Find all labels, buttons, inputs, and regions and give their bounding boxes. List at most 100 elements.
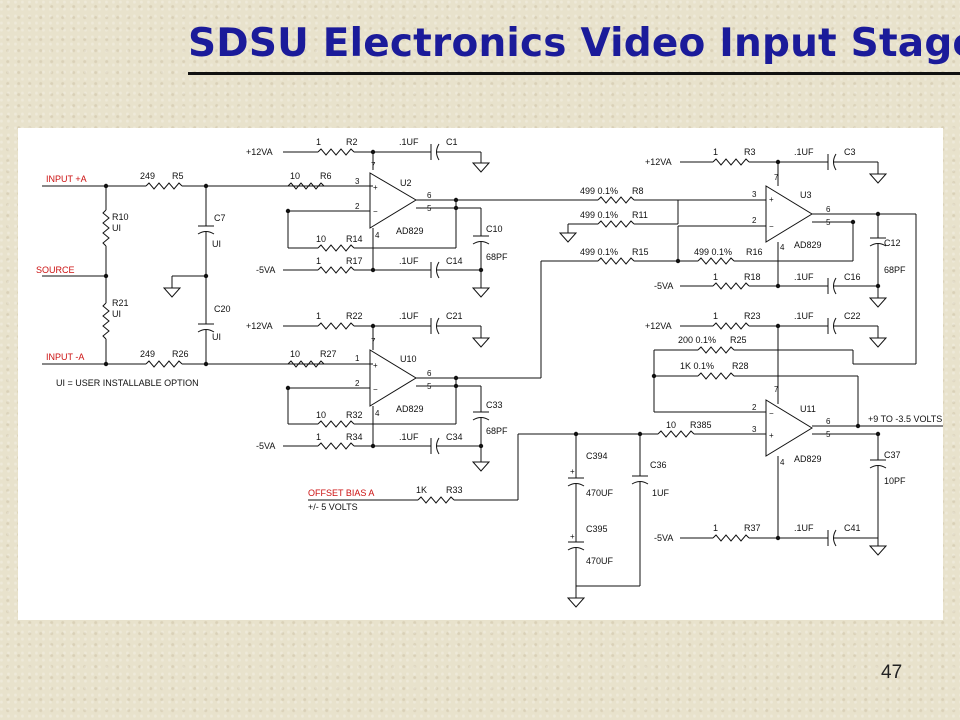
r17-ref: R17: [346, 256, 363, 266]
svg-text:2: 2: [752, 403, 757, 412]
rail-labels: +12VA -5VA +12VA -5VA +12VA -5VA +12VA -…: [246, 147, 673, 543]
svg-text:6: 6: [826, 205, 831, 214]
net-output: +9 TO -3.5 VOLTS: [868, 414, 942, 424]
c21-ref: C21: [446, 311, 463, 321]
svg-text:5: 5: [826, 218, 831, 227]
c33-ref: C33: [486, 400, 503, 410]
rail-pos-u3: +12VA: [645, 157, 672, 167]
svg-text:5: 5: [427, 204, 432, 213]
c34-ref: C34: [446, 432, 463, 442]
c12-ref: C12: [884, 238, 901, 248]
c34-value: .1UF: [399, 432, 419, 442]
r3-ref: R3: [744, 147, 756, 157]
page-number: 47: [881, 662, 903, 683]
r17-value: 1: [316, 256, 321, 266]
c22-ref: C22: [844, 311, 861, 321]
svg-text:+: +: [570, 532, 575, 541]
c20-ref: C20: [214, 304, 231, 314]
c14-value: .1UF: [399, 256, 419, 266]
r28-value: 1K 0.1%: [680, 361, 714, 371]
svg-text:−: −: [373, 207, 378, 216]
r385-ref: R385: [690, 420, 712, 430]
svg-text:3: 3: [355, 177, 360, 186]
r8-ref: R8: [632, 186, 644, 196]
net-offset-bias: OFFSET BIAS A: [308, 488, 374, 498]
r33-value: 1K: [416, 485, 427, 495]
r16-value: 499 0.1%: [694, 247, 732, 257]
r3-value: 1: [713, 147, 718, 157]
r26-ref: R26: [172, 349, 189, 359]
c37-value: 10PF: [884, 476, 906, 486]
svg-text:4: 4: [375, 231, 380, 240]
r6-value: 10: [290, 171, 300, 181]
r10-value: UI: [112, 223, 121, 233]
c7-ref: C7: [214, 213, 226, 223]
ui-note: UI = USER INSTALLABLE OPTION: [56, 378, 199, 388]
svg-text:+: +: [373, 183, 378, 192]
opamp-u2-ref: U2: [400, 178, 412, 188]
net-source: SOURCE: [36, 265, 75, 275]
rail-pos-u11: +12VA: [645, 321, 672, 331]
component-labels: 1 R2 .1UF C1 249 R5 10 R6 R10 UI C7 UI 1…: [112, 137, 906, 566]
r6-ref: R6: [320, 171, 332, 181]
r15-value: 499 0.1%: [580, 247, 618, 257]
opamp-pins: +− 32 65 74 +− 12 65 74 +− 32 65 74 −+ 2…: [355, 161, 831, 541]
opamp-u10-ref: U10: [400, 354, 417, 364]
opamp-u11-ref: U11: [800, 404, 816, 414]
r5-ref: R5: [172, 171, 184, 181]
svg-text:−: −: [769, 409, 774, 418]
net-input-pos: INPUT +A: [46, 174, 87, 184]
c10-ref: C10: [486, 224, 503, 234]
svg-text:2: 2: [355, 379, 360, 388]
r28-ref: R28: [732, 361, 749, 371]
c16-ref: C16: [844, 272, 861, 282]
rail-neg-u3: -5VA: [654, 281, 673, 291]
c21-value: .1UF: [399, 311, 419, 321]
r37-value: 1: [713, 523, 718, 533]
rail-pos-u2: +12VA: [246, 147, 273, 157]
junction-dots: [103, 149, 881, 541]
rail-neg-u11: -5VA: [654, 533, 673, 543]
r25-ref: R25: [730, 335, 747, 345]
r11-ref: R11: [632, 210, 648, 220]
svg-text:7: 7: [774, 173, 779, 182]
svg-text:+: +: [570, 467, 575, 476]
r33-ref: R33: [446, 485, 463, 495]
svg-text:7: 7: [774, 385, 779, 394]
svg-text:6: 6: [826, 417, 831, 426]
r385-value: 10: [666, 420, 676, 430]
opamp-u3-ref: U3: [800, 190, 812, 200]
c33-value: 68PF: [486, 426, 508, 436]
r8-value: 499 0.1%: [580, 186, 618, 196]
svg-text:−: −: [373, 385, 378, 394]
svg-text:7: 7: [371, 337, 376, 346]
svg-text:4: 4: [780, 458, 785, 467]
c41-value: .1UF: [794, 523, 814, 533]
r21-value: UI: [112, 309, 121, 319]
r22-ref: R22: [346, 311, 363, 321]
offset-range-note: +/- 5 VOLTS: [308, 502, 358, 512]
c7-value: UI: [212, 239, 221, 249]
c22-value: .1UF: [794, 311, 814, 321]
r32-value: 10: [316, 410, 326, 420]
svg-text:3: 3: [752, 190, 757, 199]
svg-text:3: 3: [752, 425, 757, 434]
svg-text:6: 6: [427, 191, 432, 200]
svg-text:+: +: [373, 361, 378, 370]
r22-value: 1: [316, 311, 321, 321]
svg-text:−: −: [769, 222, 774, 231]
r2-ref: R2: [346, 137, 358, 147]
rail-neg-u10: -5VA: [256, 441, 275, 451]
c20-value: UI: [212, 332, 221, 342]
r34-ref: R34: [346, 432, 363, 442]
svg-text:1: 1: [355, 354, 360, 363]
opamp-labels: U2 AD829 U10 AD829 U3 AD829 U11 AD829: [396, 178, 822, 464]
net-input-neg: INPUT -A: [46, 352, 84, 362]
c10-value: 68PF: [486, 252, 508, 262]
r18-value: 1: [713, 272, 718, 282]
opamp-u10-part: AD829: [396, 404, 424, 414]
c36-ref: C36: [650, 460, 667, 470]
c395-ref: C395: [586, 524, 608, 534]
r34-value: 1: [316, 432, 321, 442]
